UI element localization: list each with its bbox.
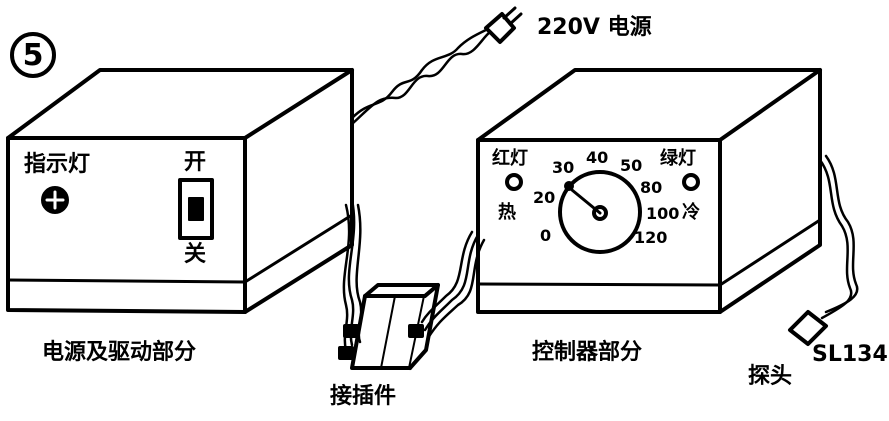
controller-box-label: 控制器部分 xyxy=(532,340,643,365)
figure-number: 5 xyxy=(10,32,56,78)
dial-tick-0: 0 xyxy=(540,226,552,245)
connector-plug xyxy=(338,283,440,370)
switch-off-label: 关 xyxy=(184,242,207,267)
probe-sensor-icon xyxy=(788,310,828,346)
hot-label: 热 xyxy=(498,202,516,223)
temperature-dial xyxy=(558,170,642,254)
cable-right xyxy=(420,230,486,340)
indicator-lamp-icon xyxy=(41,186,69,214)
green-light-label: 绿灯 xyxy=(660,148,696,169)
probe-label: 探头 xyxy=(748,364,793,389)
toggle-switch-icon xyxy=(178,178,214,240)
dial-tick-120: 120 xyxy=(634,228,668,247)
dial-tick-40: 40 xyxy=(586,148,609,167)
connector-label: 接插件 xyxy=(330,384,397,409)
indicator-light-label: 指示灯 xyxy=(24,152,91,177)
green-lamp-icon xyxy=(682,173,700,191)
sensor-model-label: SL134 xyxy=(812,342,888,367)
cable-left xyxy=(342,198,363,352)
power-driver-box-label: 电源及驱动部分 xyxy=(42,340,197,365)
power-plug-icon xyxy=(484,6,523,44)
cold-label: 冷 xyxy=(682,202,700,223)
red-lamp-icon xyxy=(505,173,523,191)
dial-tick-20: 20 xyxy=(533,188,556,207)
dial-tick-80: 80 xyxy=(640,178,663,197)
dial-tick-50: 50 xyxy=(620,156,643,175)
red-light-label: 红灯 xyxy=(492,148,528,169)
controller-box xyxy=(476,68,822,314)
probe-cable xyxy=(818,154,859,320)
dial-tick-30: 30 xyxy=(552,158,575,177)
dial-tick-100: 100 xyxy=(646,204,680,223)
power-cord xyxy=(350,26,492,126)
power-source-label: 220V 电源 xyxy=(537,15,652,40)
switch-on-label: 开 xyxy=(184,150,207,175)
